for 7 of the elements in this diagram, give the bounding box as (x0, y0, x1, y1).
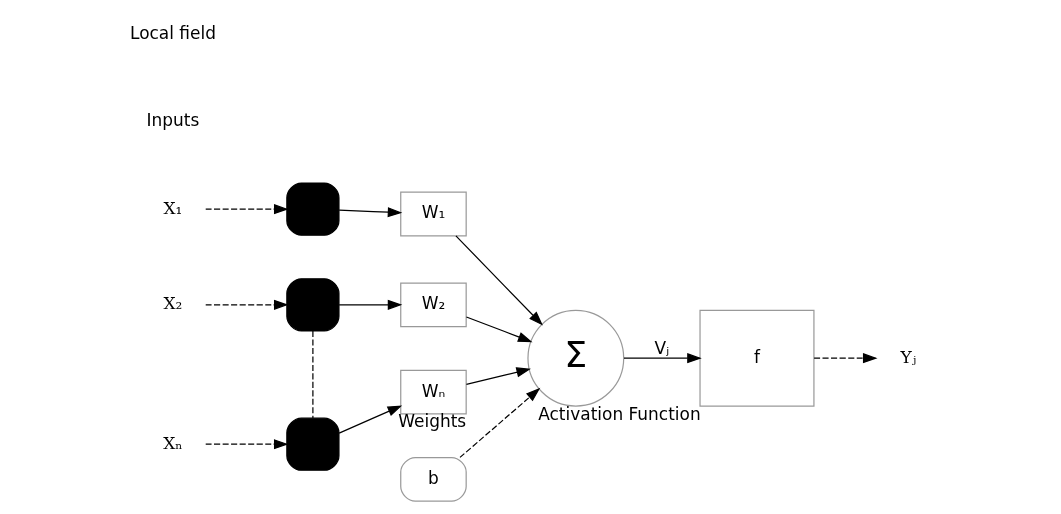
edge-label: Vⱼ (654, 337, 669, 358)
label: Local field (129, 23, 216, 44)
node-text: Yⱼ (900, 346, 916, 367)
node-text: X₁ (163, 197, 182, 218)
label: Inputs (146, 110, 199, 131)
node-text: Xₙ (162, 432, 183, 453)
node-text: X₂ (163, 293, 182, 314)
